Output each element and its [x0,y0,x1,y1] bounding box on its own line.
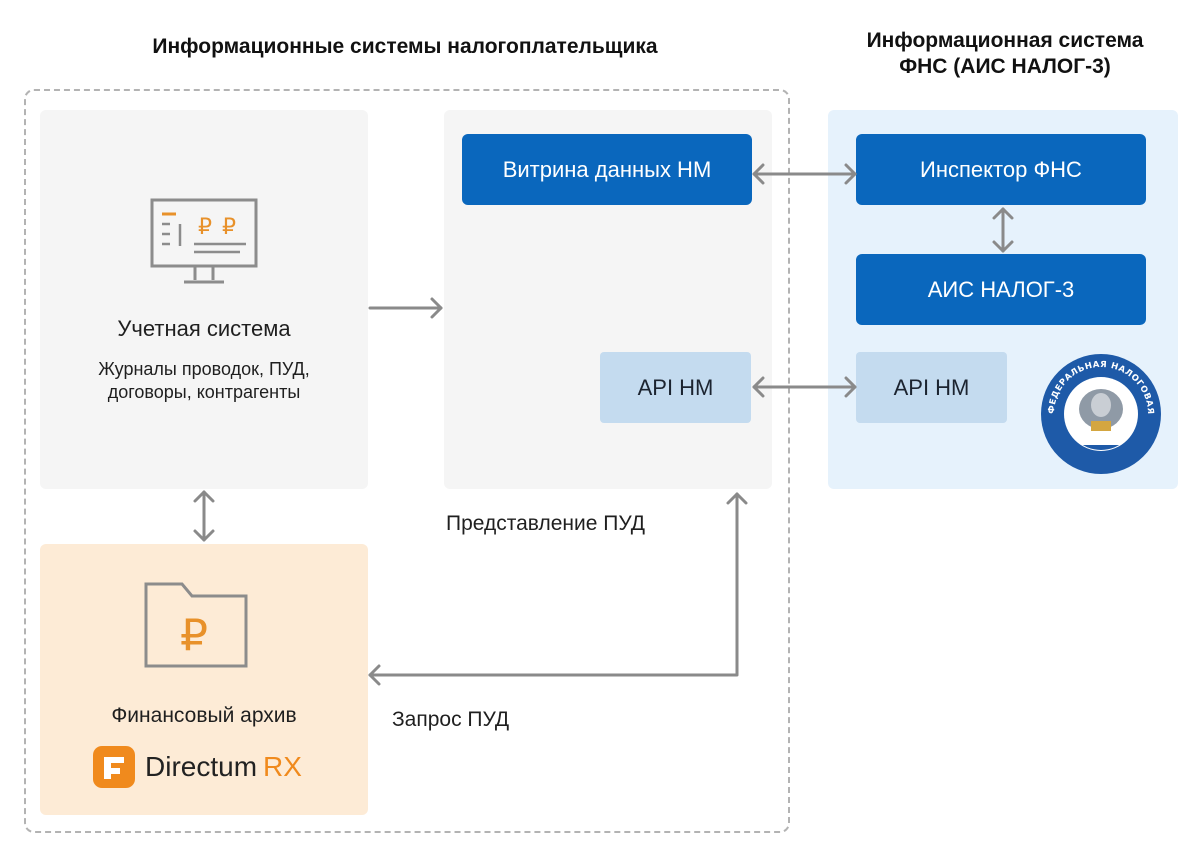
accounting-subtitle-line1: Журналы проводок, ПУД, [98,359,310,379]
datamart-box: Витрина данных НМ [462,134,752,205]
directum-logo-icon [93,746,135,788]
svg-text:₽: ₽ [198,215,212,240]
directum-brand-suffix: RX [263,751,302,782]
fns-api-box: API НМ [856,352,1007,423]
monitor-ruble-icon: ₽ ₽ [150,198,258,284]
ais-nalog-box: АИС НАЛОГ-3 [856,254,1146,325]
taxpayer-api-box: API НМ [600,352,751,423]
directum-brand-text: Directum [145,751,258,782]
submit-pud-label: Представление ПУД [446,512,645,535]
accounting-system-panel: ₽ ₽ Учетная система Журналы проводок, ПУ… [40,110,368,489]
svg-text:₽: ₽ [222,215,236,240]
fns-emblem-icon: ФЕДЕРАЛЬНАЯ НАЛОГОВАЯ СЛУЖБА [1040,353,1161,474]
fns-heading-line1: Информационная система [866,29,1144,52]
financial-archive-panel: ₽ Финансовый архив Directum RX [40,544,368,815]
fns-system-heading: Информационная система ФНС (АИС НАЛОГ-3) [820,28,1190,80]
accounting-subtitle-line2: договоры, контрагенты [107,382,301,402]
request-pud-label: Запрос ПУД [392,708,510,731]
fns-heading-line2: ФНС (АИС НАЛОГ-3) [899,55,1111,78]
svg-text:₽: ₽ [180,610,208,661]
taxpayer-systems-boundary [24,89,790,833]
fns-inspector-box: Инспектор ФНС [856,134,1146,205]
accounting-system-title: Учетная система [117,316,291,341]
taxpayer-systems-heading: Информационные системы налогоплательщика [152,35,658,58]
accounting-system-subtitle: Журналы проводок, ПУД, договоры, контраг… [40,358,368,404]
directum-rx-logo: Directum RX [93,746,302,788]
financial-archive-title: Финансовый архив [111,704,297,727]
folder-ruble-icon: ₽ [144,582,248,668]
